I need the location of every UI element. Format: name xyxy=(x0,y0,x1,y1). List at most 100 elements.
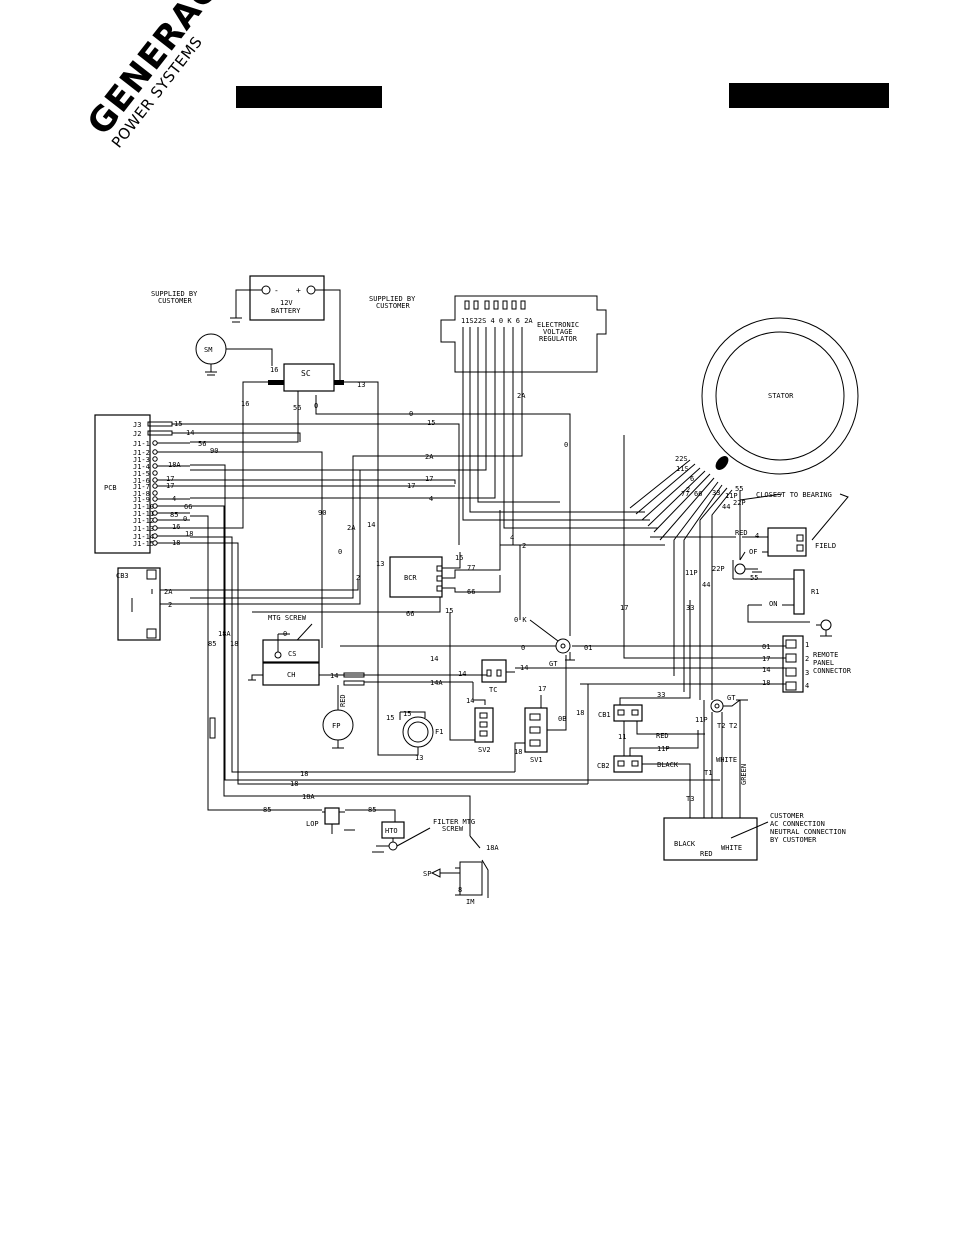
svg-text:13: 13 xyxy=(376,560,384,568)
svg-text:33: 33 xyxy=(686,604,694,612)
pcb-terminal xyxy=(152,470,158,476)
svg-text:44: 44 xyxy=(722,503,730,511)
pcb-terminal xyxy=(152,490,158,496)
svg-text:77: 77 xyxy=(467,564,475,572)
ground-terminal-2 xyxy=(710,699,724,713)
svg-text:REMOTE: REMOTE xyxy=(813,651,838,659)
svg-text:CUSTOMER: CUSTOMER xyxy=(770,812,805,820)
svg-text:SCREW: SCREW xyxy=(442,825,464,833)
svg-text:22S: 22S xyxy=(675,455,688,463)
svg-text:T1: T1 xyxy=(704,769,712,777)
svg-text:WHITE: WHITE xyxy=(716,756,737,764)
pcb-pin-label: J1-5 xyxy=(133,470,150,478)
svg-text:R1: R1 xyxy=(811,588,819,596)
svg-text:14: 14 xyxy=(367,521,375,529)
pcb-pin-label: J1-9 xyxy=(133,496,150,504)
remote-panel-connector xyxy=(782,635,804,693)
svg-text:18A: 18A xyxy=(302,793,315,801)
choke-solenoid xyxy=(262,639,320,663)
svg-text:18: 18 xyxy=(290,780,298,788)
svg-text:T3: T3 xyxy=(686,795,694,803)
svg-text:2A: 2A xyxy=(425,453,434,461)
svg-text:BCR: BCR xyxy=(404,574,417,582)
svg-text:18: 18 xyxy=(185,530,193,538)
svg-text:33: 33 xyxy=(712,489,720,497)
field xyxy=(767,527,807,557)
svg-text:0: 0 xyxy=(338,548,342,556)
svg-text:WHITE: WHITE xyxy=(721,844,742,852)
svg-text:CS: CS xyxy=(288,650,296,658)
svg-text:15: 15 xyxy=(427,419,435,427)
svg-text:T2: T2 xyxy=(717,722,725,730)
svg-text:14: 14 xyxy=(458,670,466,678)
svg-text:66: 66 xyxy=(406,610,414,618)
svg-text:90: 90 xyxy=(210,447,218,455)
svg-text:CB2: CB2 xyxy=(597,762,610,770)
pcb-pin-label: J1-10 xyxy=(133,503,154,511)
pcb-pin-label: J1-7 xyxy=(133,483,150,491)
svg-text:3: 3 xyxy=(805,669,809,677)
svg-text:14: 14 xyxy=(330,672,338,680)
svg-text:0: 0 xyxy=(409,410,413,418)
svg-text:2A: 2A xyxy=(517,392,526,400)
pcb-terminal xyxy=(152,463,158,469)
svg-text:0: 0 xyxy=(183,515,187,523)
svg-text:CLOSEST TO BEARING: CLOSEST TO BEARING xyxy=(756,491,832,499)
svg-text:18A: 18A xyxy=(486,844,499,852)
svg-text:2: 2 xyxy=(686,486,690,494)
pcb-pin-label: J1-12 xyxy=(133,517,154,525)
pcb-pin-label: J1-15 xyxy=(133,540,154,548)
svg-text:RED: RED xyxy=(339,694,347,707)
svg-text:4: 4 xyxy=(755,532,759,540)
svg-text:33: 33 xyxy=(657,691,665,699)
svg-text:4: 4 xyxy=(805,682,809,690)
svg-text:17: 17 xyxy=(407,482,415,490)
sc-label: SC xyxy=(301,369,311,378)
pcb-pin-label: J3 xyxy=(133,421,141,429)
svg-text:0 K: 0 K xyxy=(514,616,527,624)
svg-text:FIELD: FIELD xyxy=(815,542,836,550)
svg-text:RED: RED xyxy=(656,732,669,740)
svg-text:FILTER MTG: FILTER MTG xyxy=(433,818,475,826)
svg-text:T2: T2 xyxy=(729,722,737,730)
supplied-left: SUPPLIED BY xyxy=(151,290,198,298)
pcb-terminal xyxy=(152,456,158,462)
pcb-pins: J3J2J1-1J1-2J1-3J1-4J1-5J1-6J1-7J1-8J1-9… xyxy=(133,421,190,548)
svg-text:13: 13 xyxy=(415,754,423,762)
header-bar-left xyxy=(236,86,382,108)
svg-text:ELECTRONIC: ELECTRONIC xyxy=(537,321,579,329)
pcb-terminal xyxy=(152,440,158,446)
svg-text:17: 17 xyxy=(620,604,628,612)
svg-text:1: 1 xyxy=(805,641,809,649)
svg-text:0: 0 xyxy=(283,630,287,638)
svg-text:55: 55 xyxy=(735,485,743,493)
svg-text:15: 15 xyxy=(386,714,394,722)
svg-text:11: 11 xyxy=(618,733,626,741)
svg-text:RED: RED xyxy=(700,850,713,858)
svg-text:14: 14 xyxy=(430,655,438,663)
svg-text:17: 17 xyxy=(166,482,174,490)
svg-text:TC: TC xyxy=(489,686,497,694)
pcb xyxy=(94,414,151,554)
svg-text:0: 0 xyxy=(564,441,568,449)
svg-text:85: 85 xyxy=(263,806,271,814)
svg-text:13: 13 xyxy=(357,381,365,389)
svg-text:17: 17 xyxy=(166,475,174,483)
pcb-pin-label: J1-3 xyxy=(133,456,150,464)
svg-text:CH: CH xyxy=(287,671,295,679)
pcb-connector xyxy=(147,421,173,427)
svg-text:85: 85 xyxy=(208,640,216,648)
r1-resistor xyxy=(793,569,805,615)
svg-text:2A: 2A xyxy=(347,524,356,532)
svg-text:11P: 11P xyxy=(695,716,708,724)
svg-text:RED: RED xyxy=(735,529,748,537)
svg-text:16: 16 xyxy=(241,400,249,408)
battery-label: 12V xyxy=(280,299,293,307)
voltage-regulator xyxy=(440,295,607,373)
supplied-left2: CUSTOMER xyxy=(158,297,193,305)
svg-text:0B: 0B xyxy=(558,715,566,723)
svg-text:14: 14 xyxy=(520,664,528,672)
starter-contactor xyxy=(283,363,335,392)
customer-ac-connection xyxy=(663,817,758,861)
